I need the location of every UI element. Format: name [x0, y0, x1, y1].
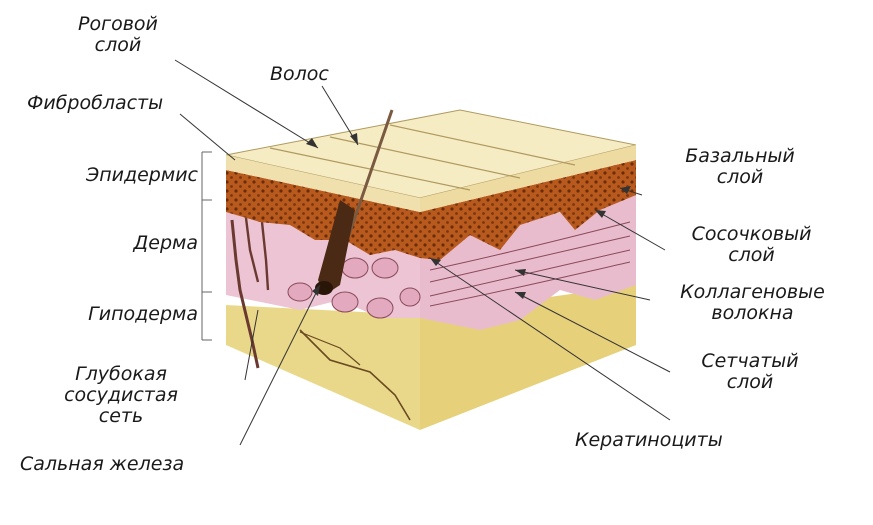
stratum-corneum-layer [225, 109, 637, 212]
label-hair: Волос [270, 63, 329, 85]
label-basal-layer: Базальный слой [685, 145, 795, 188]
arrow-heads [306, 133, 631, 299]
label-dermis: Дерма [133, 232, 198, 254]
hair-shaft [315, 109, 394, 295]
label-fibroblasts: Фибробласты [27, 92, 164, 114]
label-hypodermis: Гиподерма [88, 303, 198, 325]
layer-bracket [201, 151, 212, 341]
label-sebaceous-gland: Сальная железа [20, 453, 185, 475]
epidermis-layer [226, 160, 636, 260]
label-deep-vascular-network: Глубокая сосудистая сеть [64, 363, 178, 427]
label-papillary-layer: Сосочковый слой [691, 223, 812, 266]
label-collagen-fibers: Коллагеновые волокна [680, 281, 825, 324]
label-epidermis: Эпидермис [85, 164, 198, 186]
label-keratinocytes: Кератиноциты [575, 429, 723, 451]
label-stratum-corneum: Роговой слой [78, 13, 158, 56]
label-reticular-layer: Сетчатый слой [701, 350, 799, 393]
